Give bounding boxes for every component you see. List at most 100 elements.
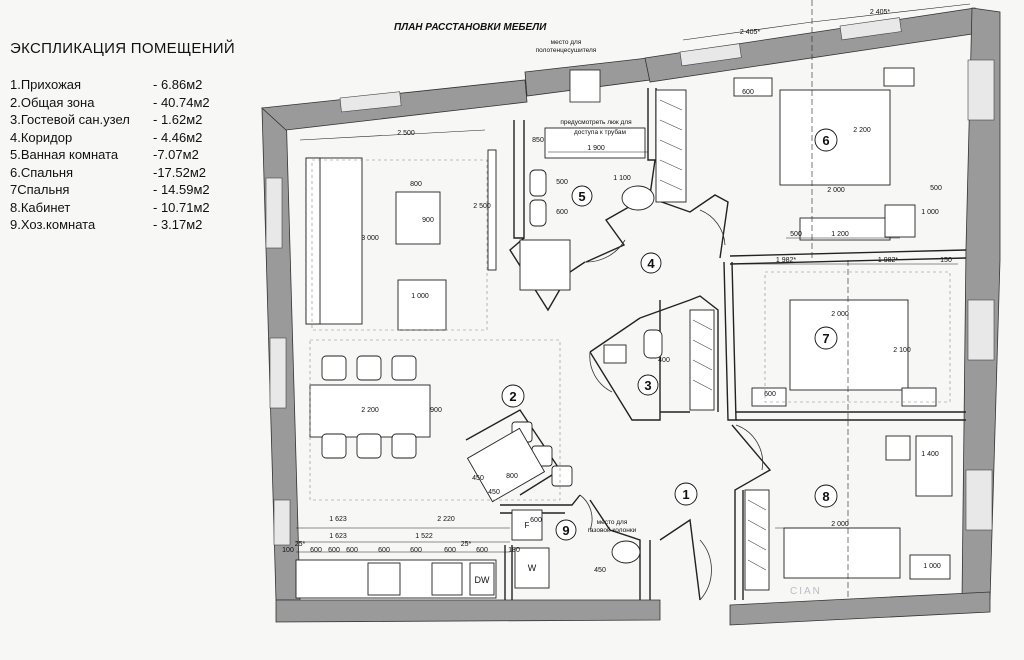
- chair: [321, 433, 347, 459]
- chair-8: [885, 435, 911, 461]
- dim-text: 2 500: [473, 203, 491, 210]
- dim-text: 2 000: [831, 521, 849, 528]
- window: [839, 17, 902, 41]
- room-numbers: 1 2 3 4 5 6 7 8 9: [509, 133, 829, 538]
- wardrobe-8: [744, 489, 770, 591]
- plan-notes: место для полотенцесушителя предусмотрет…: [536, 39, 637, 534]
- windows: [265, 17, 995, 546]
- legend-row: 3.Гостевой сан.узел- 1.62м2: [8, 112, 268, 130]
- dim-text: 600: [476, 547, 488, 554]
- dim-text: 600: [410, 547, 422, 554]
- dim-text: 2 200: [361, 407, 379, 414]
- tv-console: [487, 149, 497, 271]
- dim-text: 450: [594, 567, 606, 574]
- room-markers: [501, 128, 838, 541]
- rug-bed7: [764, 271, 951, 403]
- note-gas-line2: газовой колонки: [588, 526, 637, 534]
- dim-text: 3 000: [361, 235, 379, 242]
- dim-text: 25*: [295, 541, 306, 548]
- laundry-sink: [611, 540, 641, 564]
- bath-top-details: [569, 69, 601, 103]
- pouf: [397, 279, 447, 331]
- legend-room-name: 7Спальня: [10, 182, 70, 197]
- room-number: 2: [509, 389, 516, 404]
- dim-text: 1 200: [831, 231, 849, 238]
- guest-toilet: [643, 329, 663, 359]
- coffee-table: [395, 191, 441, 245]
- dim-text: 2 220: [437, 516, 455, 523]
- dishwasher-label: DW: [475, 575, 490, 585]
- dim-text: 1 623: [329, 533, 347, 540]
- dim-text: 400: [658, 357, 670, 364]
- legend-room-name: 4.Коридор: [10, 129, 73, 145]
- window: [967, 59, 995, 121]
- chair: [321, 355, 347, 381]
- bidet: [529, 199, 547, 227]
- room-legend: ЭКСПЛИКАЦИЯ ПОМЕЩЕНИЙ 1.Прихожая- 6.86м2…: [8, 40, 268, 235]
- dim-text: 600: [310, 547, 322, 554]
- legend-row: 7Спальня - 14.59м2: [8, 182, 268, 200]
- dim-text: 600: [742, 89, 754, 96]
- shower: [519, 239, 571, 291]
- dim-text: 900: [422, 217, 434, 224]
- dim-text: 2 200: [853, 127, 871, 134]
- legend-row: 8.Кабинет- 10.71м2: [8, 200, 268, 218]
- nightstand: [733, 77, 773, 97]
- dim-text: 25*: [461, 541, 472, 548]
- door-swing: [589, 351, 613, 393]
- dim-text: 900: [430, 407, 442, 414]
- bed-7: [789, 299, 909, 391]
- washer-label: W: [528, 563, 537, 573]
- dim-text: 1 000: [411, 293, 429, 300]
- kitchen-island: [466, 427, 546, 503]
- legend-room-area: - 3.17м2: [153, 217, 203, 232]
- desk-8: [915, 435, 953, 497]
- dim-text: 1 522: [415, 533, 433, 540]
- rug-living: [311, 159, 488, 331]
- stool: [551, 465, 573, 487]
- room-number: 8: [822, 489, 829, 504]
- dim-text: 1 000: [921, 209, 939, 216]
- note-towel-line2: полотенцесушителя: [536, 47, 597, 54]
- room-marker-3: [637, 374, 659, 396]
- shelf-8: [909, 554, 951, 580]
- legend-room-area: - 14.59м2: [153, 182, 210, 197]
- legend-room-area: - 10.71м2: [153, 199, 210, 215]
- dim-text: 1 982*: [776, 257, 797, 264]
- shaft: [569, 69, 601, 103]
- door-swing: [699, 539, 712, 601]
- room-number: 3: [644, 378, 651, 393]
- washbasin: [621, 185, 655, 211]
- room-number: 7: [822, 331, 829, 346]
- room-marker-8: [814, 484, 838, 508]
- door-swing: [584, 239, 626, 263]
- plan-title: ПЛАН РАССТАНОВКИ МЕБЕЛИ: [394, 22, 547, 33]
- wall-bottom-right: [729, 591, 991, 626]
- dim-text: 2 100: [893, 347, 911, 354]
- legend-row: 4.Коридор- 4.46м2: [8, 130, 268, 148]
- dim-text: 500: [790, 231, 802, 238]
- chair: [356, 355, 382, 381]
- dim-text: 150: [940, 257, 952, 264]
- dim-text: 100: [282, 547, 294, 554]
- dim-text: 600: [328, 547, 340, 554]
- washing-machine: [514, 547, 550, 589]
- room-marker-7: [814, 326, 838, 350]
- door-swing: [579, 494, 593, 531]
- dim-text: 180: [508, 547, 520, 554]
- room-number: 9: [562, 523, 569, 538]
- room-marker-4: [640, 252, 662, 274]
- rug-living-2: [309, 339, 561, 501]
- room-number: 5: [578, 189, 585, 204]
- dim-text: 450: [472, 475, 484, 482]
- room-marker-2: [501, 384, 525, 408]
- nightstand: [883, 67, 915, 87]
- room-marker-5: [571, 185, 593, 207]
- legend-room-area: -17.52м2: [153, 164, 207, 180]
- dim-text: 1 000: [923, 563, 941, 570]
- nightstand: [901, 387, 937, 407]
- dim-text: 600: [556, 209, 568, 216]
- dim-text: 2 405*: [740, 29, 761, 36]
- legend-room-area: - 1.62м2: [153, 112, 203, 127]
- desk-6: [884, 204, 916, 238]
